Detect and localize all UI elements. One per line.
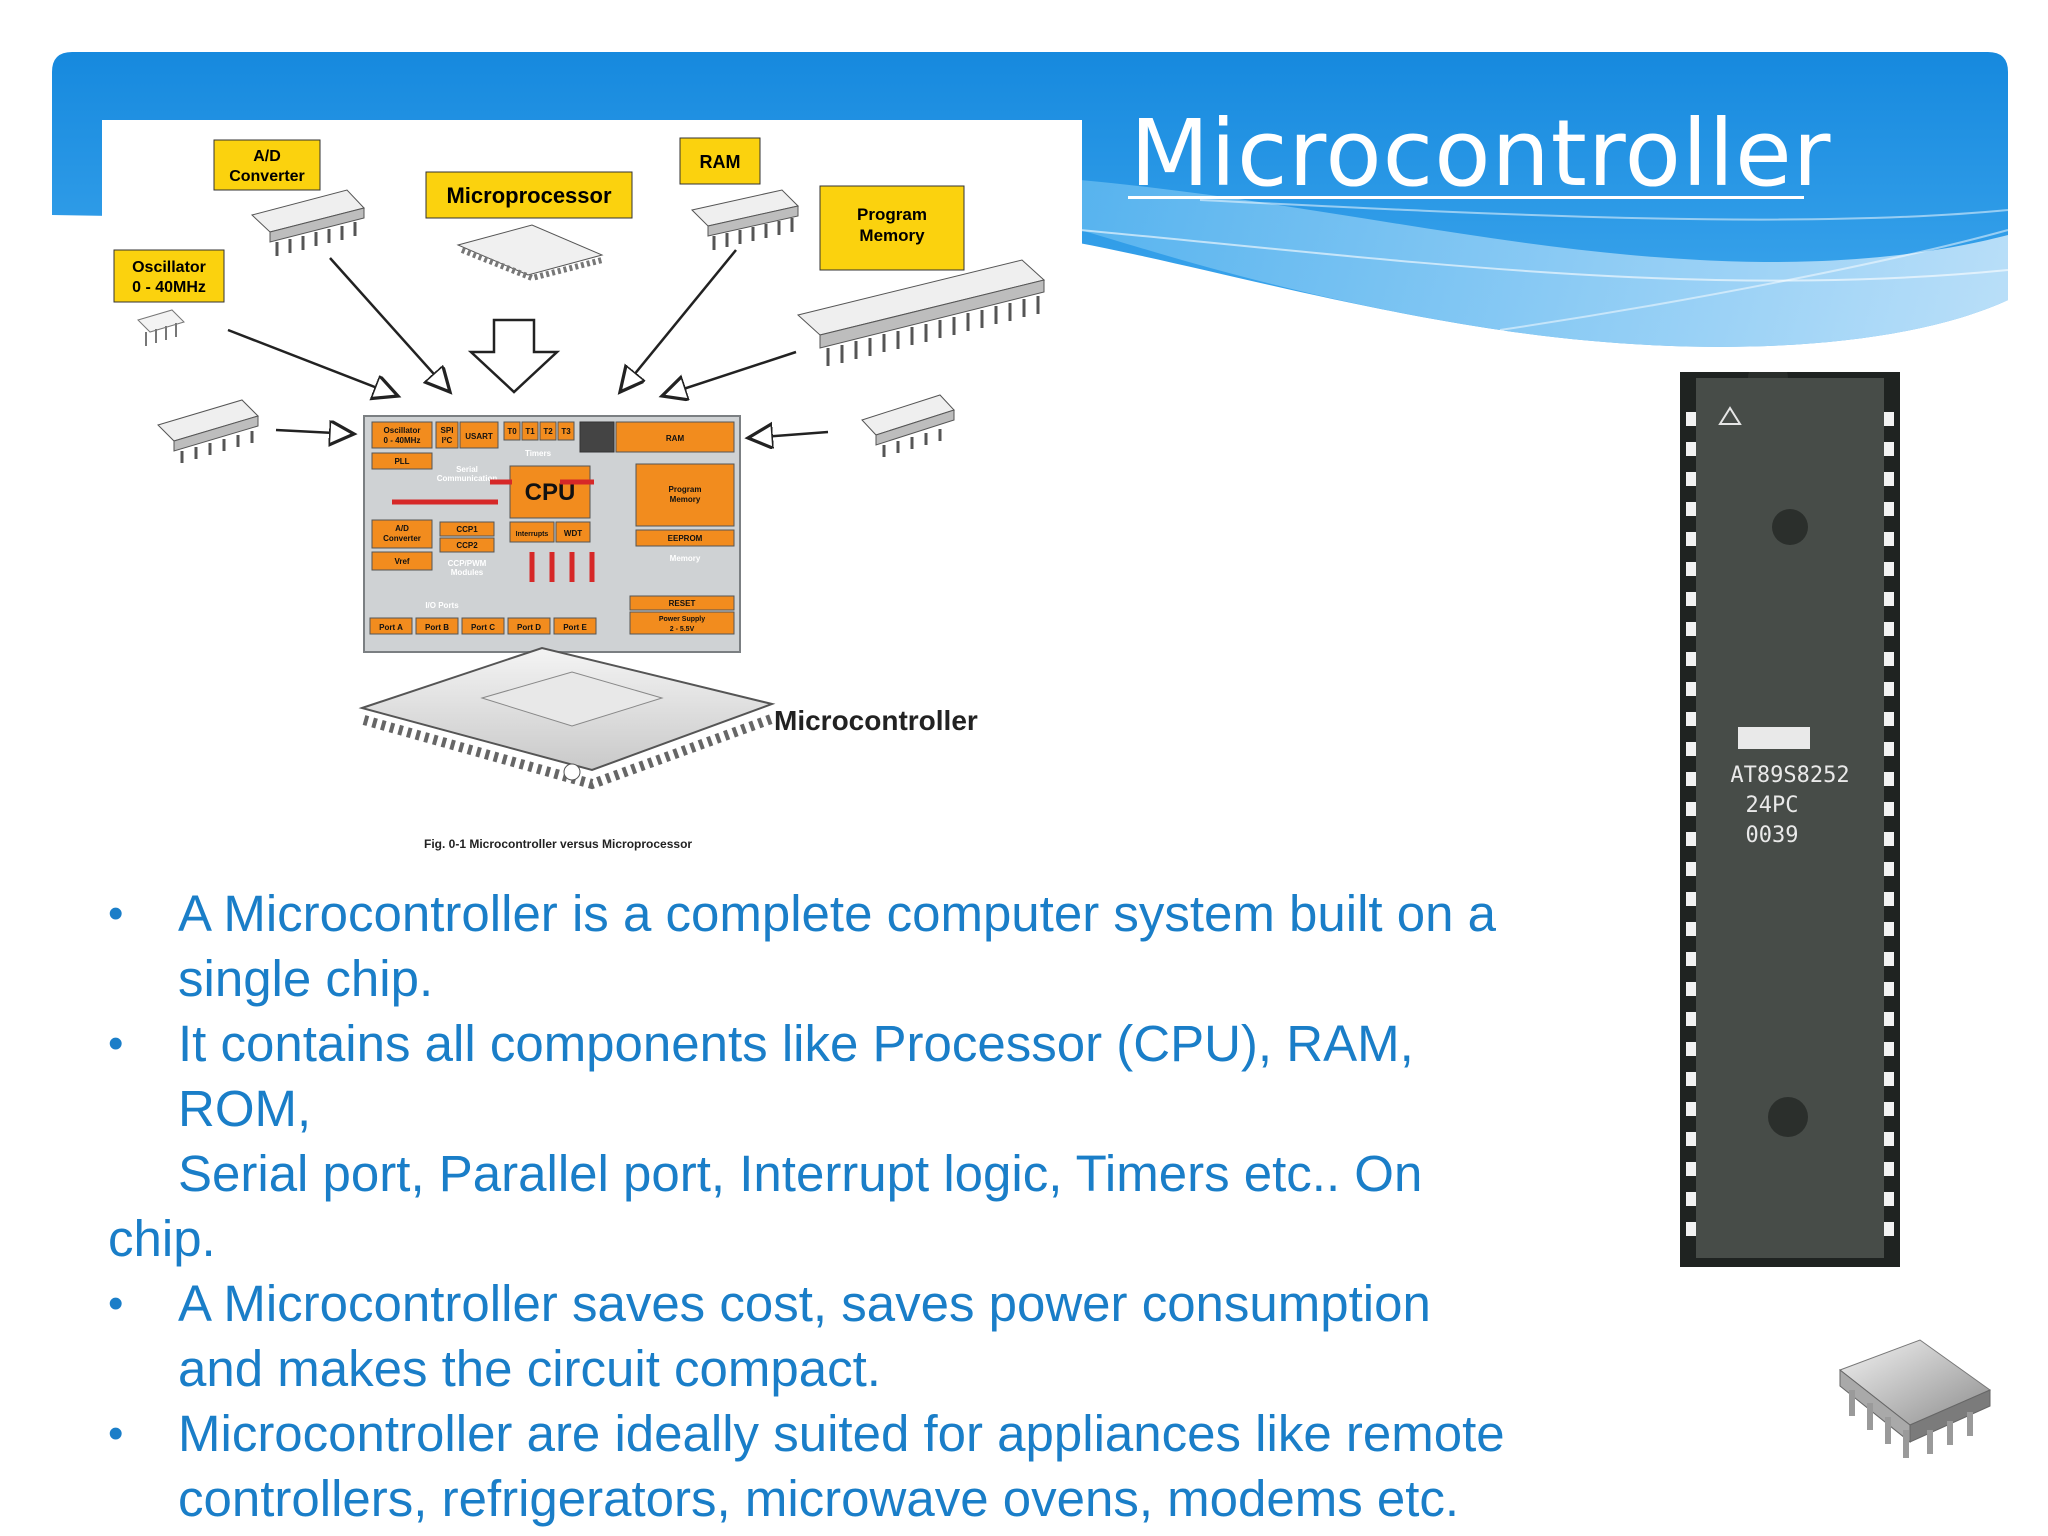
label-microcontroller: Microcontroller <box>774 705 978 736</box>
down-arrow-icon <box>467 318 561 394</box>
program-memory-chip-icon <box>796 259 1046 366</box>
microprocessor-chip-icon <box>456 224 604 282</box>
bullet-marker: • <box>108 889 124 938</box>
svg-text:USART: USART <box>465 432 493 441</box>
microcontroller-chip-icon <box>358 646 776 790</box>
svg-text:T3: T3 <box>561 427 571 436</box>
svg-text:Port B: Port B <box>425 623 449 632</box>
svg-text:Program: Program <box>669 485 702 494</box>
title-underline <box>1128 196 1804 199</box>
svg-text:Port D: Port D <box>517 623 541 632</box>
bullet-2-line-2: ROM, <box>178 1080 312 1137</box>
bullet-1-line-1: A Microcontroller is a complete computer… <box>178 885 1497 942</box>
svg-text:SPI: SPI <box>441 426 454 435</box>
svg-text:Vref: Vref <box>394 557 409 566</box>
svg-text:Memory: Memory <box>670 554 701 563</box>
bullet-2-line-1: It contains all components like Processo… <box>178 1015 1414 1072</box>
svg-text:T0: T0 <box>507 427 517 436</box>
svg-text:EEPROM: EEPROM <box>668 534 703 543</box>
bullet-3-line-2: and makes the circuit compact. <box>178 1340 881 1397</box>
diagram-caption: Fig. 0-1 Microcontroller versus Micropro… <box>424 837 692 851</box>
ad-converter-chip-icon <box>251 189 365 256</box>
svg-text:RAM: RAM <box>700 152 741 172</box>
svg-text:Power Supply: Power Supply <box>659 616 705 623</box>
svg-text:Port A: Port A <box>379 623 403 632</box>
svg-text:Communication: Communication <box>437 474 498 483</box>
ram-chip-icon <box>691 189 799 250</box>
svg-text:I²C: I²C <box>442 436 453 445</box>
svg-text:RESET: RESET <box>669 599 696 608</box>
label-program-memory: Program Memory <box>819 185 965 271</box>
bullet-marker: • <box>108 1019 124 1068</box>
bullet-2-continuation-line-1: Serial port, Parallel port, Interrupt lo… <box>178 1145 1423 1202</box>
svg-text:Microprocessor: Microprocessor <box>446 183 611 208</box>
svg-text:WDT: WDT <box>564 529 582 538</box>
chip-icon <box>1838 1339 1992 1458</box>
svg-text:Memory: Memory <box>670 495 701 504</box>
microcontroller-diagram: A/D Converter Oscillator 0 - 40MHz Micro… <box>102 120 1082 865</box>
svg-text:I/O Ports: I/O Ports <box>425 601 459 610</box>
chip-marking-line-1: AT89S8252 <box>1730 763 1849 788</box>
svg-text:2 - 5.5V: 2 - 5.5V <box>670 626 695 633</box>
svg-text:Interrupts: Interrupts <box>516 531 549 538</box>
svg-text:A/D: A/D <box>395 524 409 533</box>
svg-text:T1: T1 <box>525 427 535 436</box>
label-oscillator: Oscillator 0 - 40MHz <box>113 249 225 303</box>
svg-text:Serial: Serial <box>456 465 478 474</box>
chip-photo-svg: AT89S8252 24PC 0039 <box>1680 358 1900 1267</box>
svg-text:Converter: Converter <box>229 168 305 185</box>
label-ram: RAM <box>679 137 761 185</box>
label-microprocessor: Microprocessor <box>425 171 633 219</box>
chip-marking-line-2: 24PC <box>1746 793 1799 818</box>
svg-text:Memory: Memory <box>859 226 925 245</box>
svg-text:T2: T2 <box>543 427 553 436</box>
bullet-3-line-1: A Microcontroller saves cost, saves powe… <box>178 1275 1431 1332</box>
diagram-arrows <box>227 249 829 438</box>
svg-text:Timers: Timers <box>525 449 552 458</box>
right-chip-icon <box>861 394 955 457</box>
bullet-2-continuation-line-2: chip. <box>108 1210 216 1267</box>
slide-title: Microcontroller <box>1130 100 1832 207</box>
svg-text:PLL: PLL <box>394 457 409 466</box>
bullet-list: • A Microcontroller is a complete comput… <box>108 872 1688 1536</box>
svg-text:CCP2: CCP2 <box>456 541 478 550</box>
svg-text:Oscillator: Oscillator <box>132 259 206 276</box>
bullet-1-line-2: single chip. <box>178 950 434 1007</box>
svg-text:Oscillator: Oscillator <box>384 426 421 435</box>
bullet-4-line-2: controllers, refrigerators, microwave ov… <box>178 1470 1460 1527</box>
chip-photo: AT89S8252 24PC 0039 <box>1680 358 1900 1267</box>
svg-text:A/D: A/D <box>253 148 281 165</box>
bullet-marker: • <box>108 1409 124 1458</box>
label-ad-converter: A/D Converter <box>213 139 321 191</box>
svg-text:RAM: RAM <box>666 434 685 443</box>
diagram-svg: A/D Converter Oscillator 0 - 40MHz Micro… <box>113 137 1046 851</box>
chip-marking-line-3: 0039 <box>1746 823 1799 848</box>
svg-text:Program: Program <box>857 205 927 224</box>
bullet-marker: • <box>108 1279 124 1328</box>
svg-text:Port C: Port C <box>471 623 495 632</box>
block-diagram: Oscillator 0 - 40MHz PLL SPI I²C USART S… <box>363 415 741 653</box>
svg-text:0 - 40MHz: 0 - 40MHz <box>132 279 206 296</box>
bullet-4-line-1: Microcontroller are ideally suited for a… <box>178 1405 1505 1462</box>
svg-text:0 - 40MHz: 0 - 40MHz <box>384 436 421 445</box>
left-chip-icon <box>157 399 259 463</box>
svg-text:Port E: Port E <box>563 623 587 632</box>
oscillator-chip-icon <box>137 309 185 346</box>
svg-text:CCP/PWM: CCP/PWM <box>448 559 487 568</box>
svg-text:Modules: Modules <box>451 568 484 577</box>
svg-text:Converter: Converter <box>383 534 421 543</box>
svg-text:CCP1: CCP1 <box>456 525 478 534</box>
